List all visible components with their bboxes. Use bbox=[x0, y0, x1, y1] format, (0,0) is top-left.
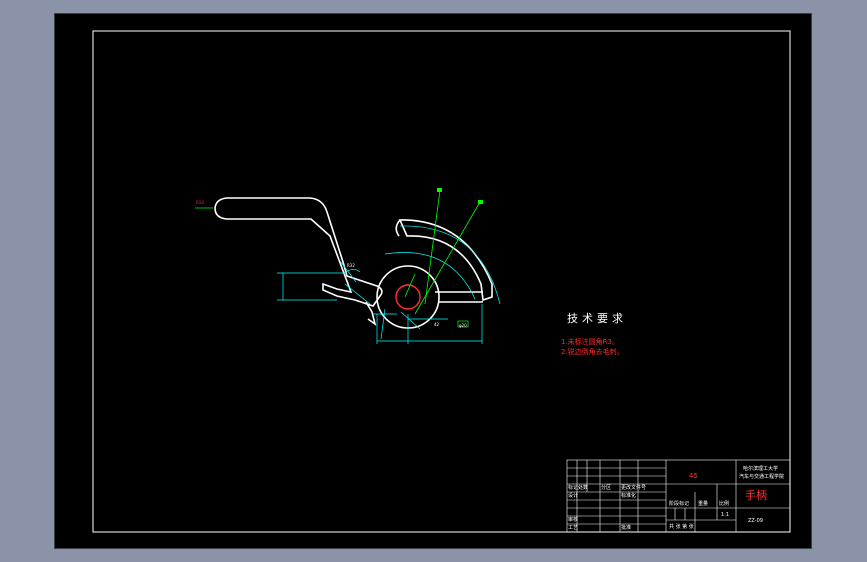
dim-length-text: 42 bbox=[434, 322, 440, 327]
drawing-sheet: R10 R32 42 φ20 bbox=[55, 14, 811, 548]
school-name-line2: 汽车与交通工程学院 bbox=[739, 473, 784, 480]
scale-value: 1:1 bbox=[721, 512, 729, 518]
requirement-item-2: 2.锐边倒角去毛刺。 bbox=[561, 348, 624, 356]
title-block bbox=[566, 459, 791, 533]
label-zone: 分区 bbox=[601, 484, 611, 491]
school-name: 哈尔滨理工大学 bbox=[743, 465, 778, 472]
label-standard: 标准化 bbox=[621, 492, 636, 499]
label-sheets: 共 张 第 张 bbox=[669, 523, 694, 530]
label-weight: 重量 bbox=[698, 500, 708, 507]
label-design: 设计 bbox=[568, 492, 578, 499]
material-text: 45 bbox=[689, 472, 698, 480]
label-stage-mark: 阶段标记 bbox=[669, 500, 689, 507]
requirement-item-1: 1.未标注圆角R3。 bbox=[561, 338, 619, 346]
label-count: 处数 bbox=[578, 484, 588, 491]
inner-border bbox=[92, 30, 791, 533]
dimension-lines bbox=[277, 225, 501, 344]
technical-requirements-title: 技术要求 bbox=[567, 312, 627, 325]
dim-radius-left: R10 bbox=[196, 200, 204, 205]
label-mark: 标记 bbox=[568, 484, 578, 491]
leader-markers bbox=[437, 188, 483, 328]
label-change-no: 更改文件号 bbox=[621, 484, 646, 491]
label-review: 审核 bbox=[568, 516, 578, 523]
label-scale: 比例 bbox=[719, 500, 729, 507]
label-approve: 批准 bbox=[621, 524, 631, 531]
cad-drawing: R10 R32 42 φ20 bbox=[92, 30, 791, 533]
leader-lines bbox=[195, 189, 481, 315]
drawing-number: ZZ-09 bbox=[748, 518, 763, 524]
label-process: 工艺 bbox=[568, 525, 578, 531]
dim-dia-text: φ20 bbox=[459, 323, 467, 328]
part-name: 手柄 bbox=[745, 488, 767, 502]
dim-angle-text: R32 bbox=[347, 263, 355, 268]
